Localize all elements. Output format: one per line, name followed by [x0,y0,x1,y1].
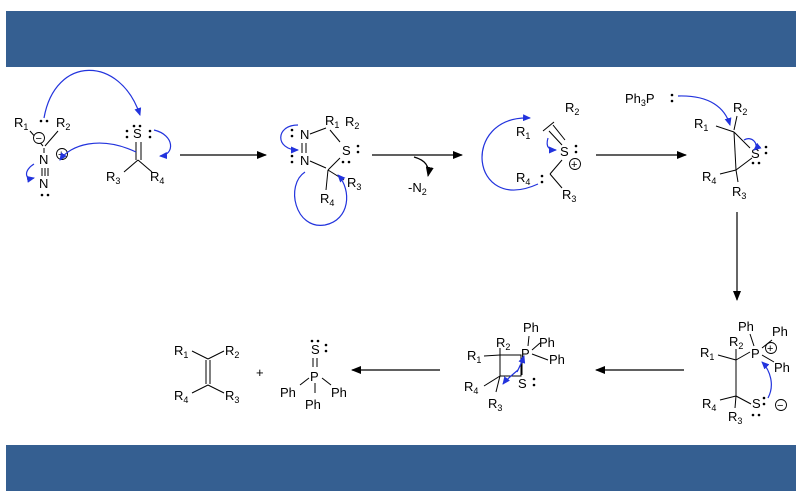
phosphonium-betaine: Ph Ph Ph R2 P + R1 S − R4 R3 [700,319,790,426]
label-n-upper: N [300,127,309,142]
svg-text:−: − [777,400,783,412]
label-r1: R1 [516,124,530,141]
label-r3: R3 [225,388,239,405]
label-r4: R4 [516,170,530,187]
label-r3: R3 [732,184,746,201]
reagent-label: Ph3P [625,91,655,108]
triphenylphosphine-sulfide: S P Ph Ph Ph [280,339,347,412]
label-ph-a: Ph [280,385,296,400]
svg-text:−: − [36,133,42,145]
label-ph-b: Ph [539,335,555,350]
thiadiazoline: N N R1 R2 S R3 R4 [280,113,361,226]
thiaphosphetane: R2 R1 Ph Ph Ph P S R4 R3 [464,320,565,413]
label-r2: R2 [225,343,239,360]
label-r4: R4 [702,396,716,413]
label-r3: R3 [347,175,361,192]
label-s: S [311,342,320,357]
label-ph-c: Ph [305,397,321,412]
thioketone: S R3 R4 [59,124,172,186]
svg-text:+: + [767,343,773,355]
label-ph-c: Ph [774,360,790,375]
label-ph-a: Ph [523,320,539,335]
label-r2: R2 [733,100,747,117]
label-r4: R4 [702,169,716,186]
label-s: S [751,146,760,161]
label-r1: R1 [700,345,714,362]
thiirane: R1 R2 S R4 R3 [694,100,768,201]
label-r1: R1 [467,348,481,365]
label-s: S [342,143,351,158]
label-r2: R2 [729,334,743,351]
label-p: P [310,369,319,384]
label-r4: R4 [464,379,478,396]
label-r2: R2 [565,100,579,117]
svg-text:+: + [571,159,577,171]
label-ph-b: Ph [772,324,788,339]
thiocarbonyl-ylide: R1 R2 S + R4 R3 [481,100,581,204]
label-r1: R1 [14,115,28,132]
label-r4: R4 [150,169,164,186]
plus-sign: + [256,365,264,380]
alkene-product: R1 R2 R4 R3 [174,343,239,405]
label-r3: R3 [562,187,576,204]
header-band [6,11,796,67]
label-r1: R1 [325,113,339,130]
label-r4: R4 [320,191,334,208]
label-n1: N [39,152,48,167]
label-r2: R2 [56,115,70,132]
label-s: S [752,396,761,411]
byproduct-label: -N2 [408,180,427,197]
label-p: P [751,346,760,361]
label-n-lower: N [300,153,309,168]
label-s: S [560,144,569,159]
label-s: S [133,126,142,141]
label-p: P [521,346,530,361]
label-r3: R3 [488,396,502,413]
label-ph-a: Ph [738,319,754,334]
reagent-ph3p: Ph3P [625,91,732,126]
footer-band [6,445,796,491]
diazo-compound: R1 R2 − N + N [14,69,142,197]
label-s: S [518,376,527,391]
label-r2: R2 [345,114,359,131]
label-r1: R1 [174,343,188,360]
label-r4: R4 [174,388,188,405]
label-r2: R2 [496,335,510,352]
loss-arrow [413,156,434,177]
label-ph-b: Ph [331,385,347,400]
label-r1: R1 [694,116,708,133]
label-r3: R3 [728,409,742,426]
label-r3: R3 [106,169,120,186]
label-n2: N [39,176,48,191]
label-ph-c: Ph [549,352,565,367]
